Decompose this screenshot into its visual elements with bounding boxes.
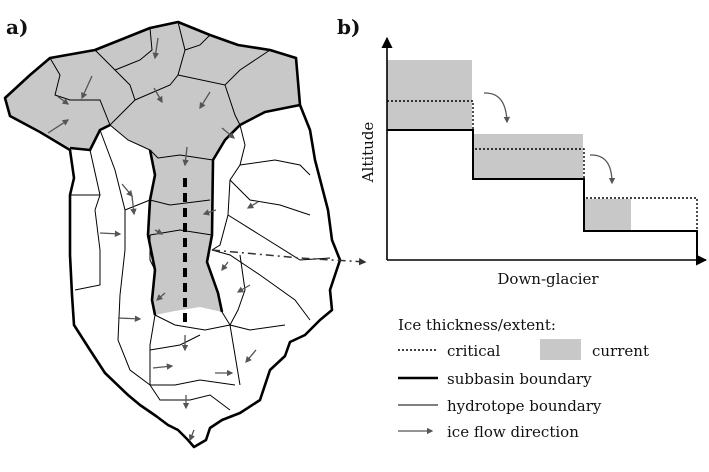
panel-b-label: b) [337,15,360,39]
legend-current-label: current [592,342,649,360]
subbasin-boundaries [3,20,342,449]
critical-ice-line [387,100,698,231]
legend-flow-label: ice flow direction [447,423,579,441]
legend-subbasin-label: subbasin boundary [447,370,592,388]
panel-b: b) Down-glacier Altitude [337,15,708,288]
panel-a: a) [3,15,367,449]
bed-profile [387,129,698,260]
current-ice-band-3 [584,199,631,231]
x-axis-label: Down-glacier [497,270,599,288]
y-axis-label: Altitude [359,122,377,184]
legend-critical-label: critical [447,342,501,360]
legend-current-swatch [540,339,581,360]
hydrotope-boundaries [49,21,331,411]
panel-a-label: a) [6,15,28,39]
transfer-arrow-2 [589,154,616,185]
ice-covered-area [5,22,300,315]
current-ice-band-1 [387,60,472,130]
legend-hydrotope-label: hydrotope boundary [447,397,602,415]
ice-flow-arrows [47,37,259,442]
connector-dashdot [211,249,367,266]
legend-title: Ice thickness/extent: [398,316,556,334]
transfer-arrow-1 [483,92,511,124]
current-ice-band-2 [473,134,583,179]
legend: Ice thickness/extent: critical current s… [398,316,649,441]
